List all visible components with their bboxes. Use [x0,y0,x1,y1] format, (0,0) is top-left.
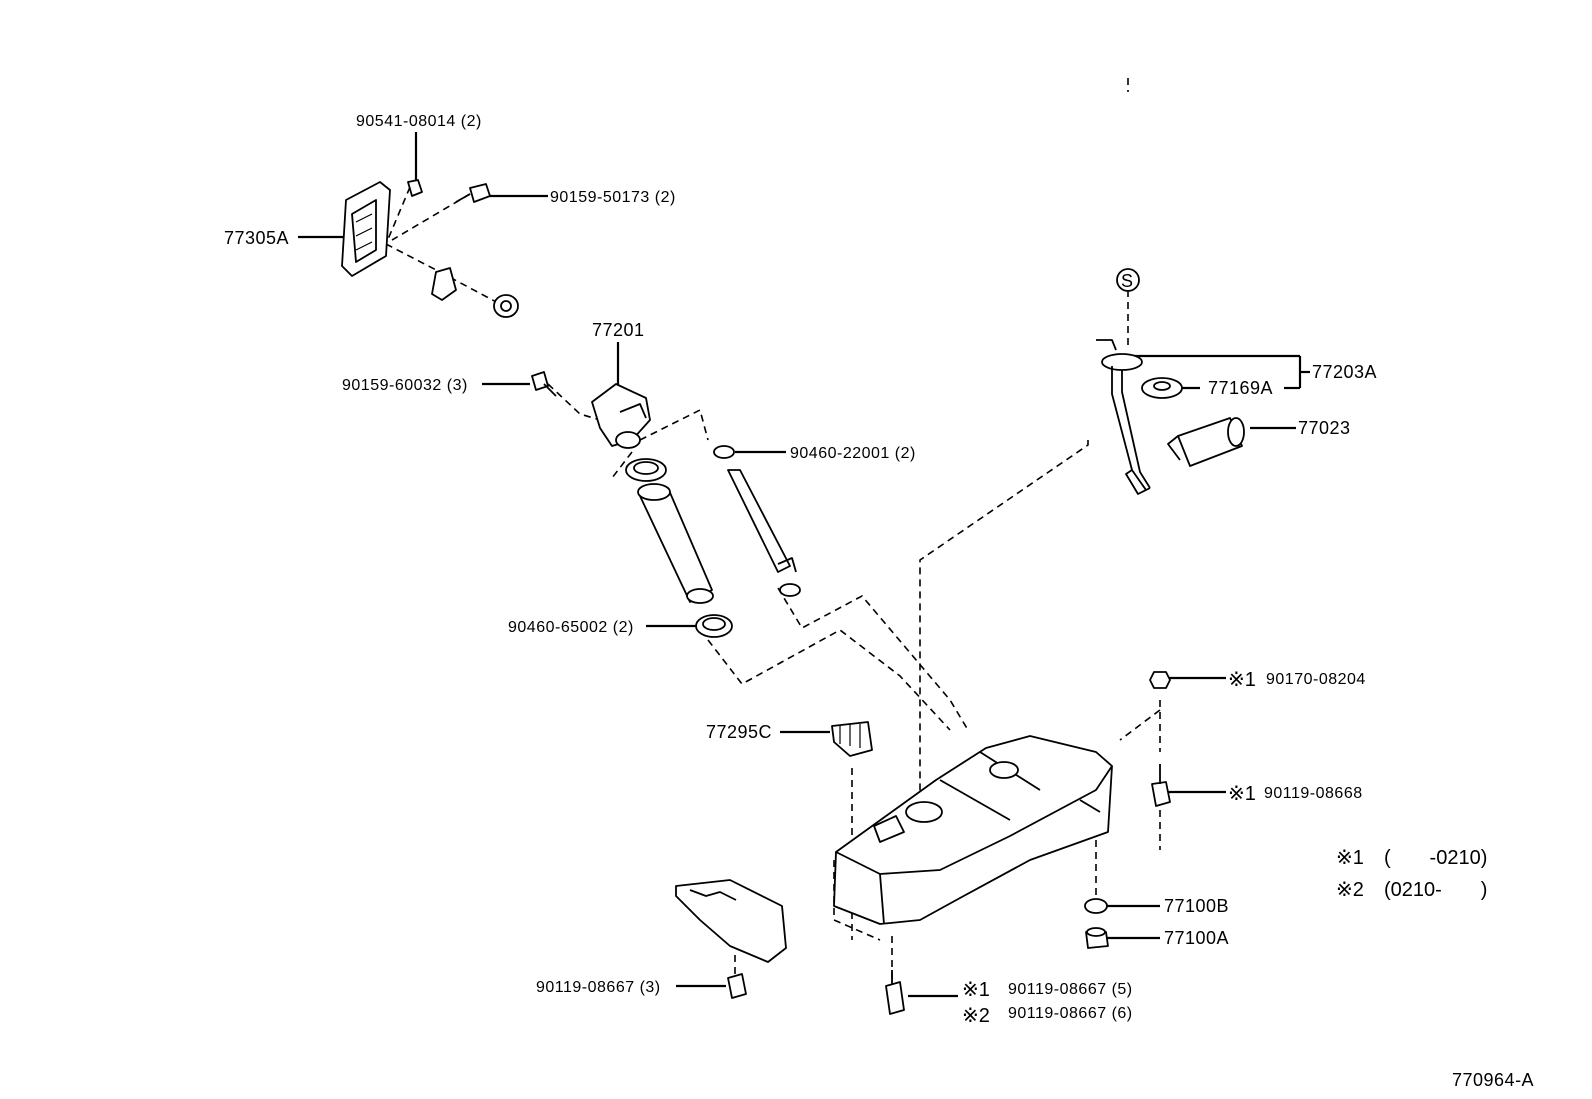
bolt-90119-08667-5-6 [885,970,905,1015]
hose-clamp-upper [625,458,667,482]
legend-note2-marker: ※2 [1336,879,1364,901]
label-77295C: 77295C [706,722,772,742]
label-90119-08667-3: 90119-08667 (3) [536,979,661,996]
clamp-90460-22001 [713,445,735,459]
s-mark-symbol: S [1116,268,1140,292]
clamp-lower-small [779,583,801,597]
label-90541-08014: 90541-08014 (2) [356,113,482,130]
breather-hose [727,469,797,573]
note1-marker-90119-08667: ※1 [962,979,990,1001]
connector-clip-77295C [831,721,873,757]
plug-77100A [1085,927,1109,949]
nut-90170-08204 [1149,671,1171,689]
figure-id: 770964-A [1452,1070,1534,1090]
label-90159-50173: 90159-50173 (2) [550,189,676,206]
legend-note1-range: ( -0210) [1384,847,1487,869]
legend-note1-marker: ※1 [1336,847,1364,869]
label-77100B: 77100B [1164,896,1229,916]
filler-neck-77201 [591,383,651,449]
note1-marker-90119-08668: ※1 [1228,783,1256,805]
filler-hose [637,483,714,604]
label-77201: 77201 [592,320,645,340]
bolt-90119-08667-3 [727,973,747,999]
label-77169A: 77169A [1208,378,1273,398]
gasket-77169A [1141,377,1183,399]
clip-90541 [407,179,423,197]
screw-90159-50173 [455,183,491,203]
label-90170-08204: 90170-08204 [1266,671,1366,688]
label-77305A: 77305A [224,228,289,248]
small-bracket [431,267,457,301]
bolt-90119-08668 [1151,764,1171,807]
hose-clamp-90460-65002 [695,614,733,638]
bolt-90159-60032 [531,371,557,397]
washer-77100B [1084,898,1108,914]
legend-note2-range: (0210- ) [1384,879,1487,901]
label-90119-08668: 90119-08668 [1264,785,1363,802]
note2-marker-90119-08667: ※2 [962,1005,990,1027]
note1-marker-90170: ※1 [1228,669,1256,691]
notes-legend: ※1 ( -0210) ※2 (0210- ) [1336,847,1487,901]
s-mark-label: S [1121,271,1134,291]
grommet [493,294,519,318]
label-90460-65002: 90460-65002 (2) [508,619,634,636]
label-77023: 77023 [1298,418,1351,438]
fuel-tank [833,735,1113,925]
label-77203A: 77203A [1312,362,1377,382]
fuel-filter-77023 [1167,417,1245,467]
label-90119-08667-6: 90119-08667 (6) [1008,1005,1133,1022]
part-labels: 90541-08014 (2) 90159-50173 (2) 77305A 7… [224,113,1377,1027]
label-77100A: 77100A [1164,928,1229,948]
leader-lines [298,132,1310,998]
label-90159-60032: 90159-60032 (3) [342,377,468,394]
heat-shield [675,879,787,963]
gauge-sender-77203A [1096,339,1151,495]
label-90460-22001: 90460-22001 (2) [790,445,916,462]
label-90119-08667-5: 90119-08667 (5) [1008,981,1133,998]
bracket-plate-77305A [341,181,391,277]
